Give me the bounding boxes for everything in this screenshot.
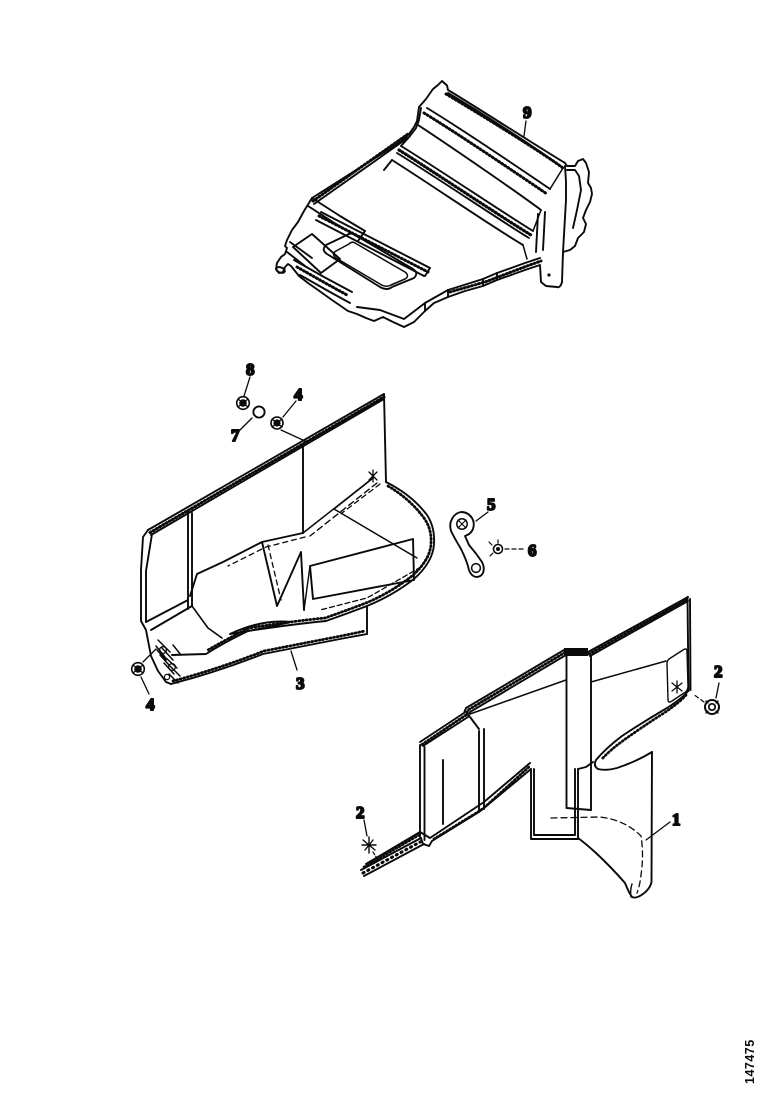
svg-text:2: 2 — [714, 662, 723, 681]
svg-text:8: 8 — [246, 360, 255, 379]
svg-text:9: 9 — [523, 103, 532, 122]
svg-text:4: 4 — [146, 695, 155, 714]
svg-text:2: 2 — [356, 803, 365, 822]
svg-text:7: 7 — [231, 426, 240, 445]
svg-text:4: 4 — [294, 385, 303, 404]
svg-text:6: 6 — [528, 541, 537, 560]
svg-text:5: 5 — [487, 495, 496, 514]
svg-text:1: 1 — [672, 810, 681, 829]
svg-text:3: 3 — [296, 674, 305, 693]
svg-text:147475: 147475 — [743, 1039, 757, 1084]
